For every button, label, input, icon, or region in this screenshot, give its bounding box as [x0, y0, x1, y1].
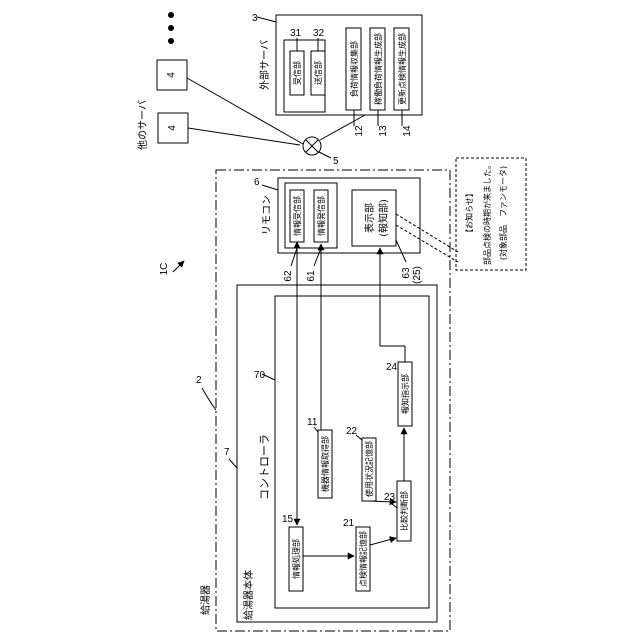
- remote-ref-number: 6: [254, 177, 260, 188]
- info-send-ref-number: 61: [306, 270, 317, 282]
- info-process-module: 情報処理部 15: [282, 514, 303, 591]
- remote-label: リモコン: [262, 195, 273, 235]
- system-ref-number: 1C: [159, 263, 170, 276]
- svg-text:4: 4: [166, 72, 177, 78]
- controller-ref-number: 70: [254, 370, 266, 381]
- notification-line1: 部品点検の時期が来ました。: [482, 161, 492, 265]
- display-label-line1: 表示部: [363, 203, 376, 233]
- replace-gen-ref-number: 14: [402, 125, 413, 137]
- display-ref-number: 63: [401, 267, 412, 279]
- node-box-lower: 4: [158, 113, 188, 143]
- external-server-block: 3 外部サーバ 受信部 送信部 31 32 負荷情報収集部 稼働負荷情報生成部 …: [252, 13, 422, 137]
- display-label-line2: (報知部): [377, 199, 390, 237]
- device-info-module: 機器情報取得部 11: [307, 417, 332, 498]
- svg-text:機器情報取得部: 機器情報取得部: [320, 436, 330, 492]
- load-collect-ref-number: 12: [354, 125, 365, 137]
- network-junction-symbol: 5: [303, 137, 339, 167]
- info-receive-ref-number: 62: [283, 270, 294, 282]
- heater-label: 給湯器: [199, 585, 212, 615]
- receiver-ref-number: 31: [290, 28, 302, 39]
- other-server-label: 他のサーバ: [136, 100, 149, 150]
- info-send-label: 情報発信部: [316, 196, 326, 236]
- notify-ref-number: 24: [386, 362, 398, 373]
- receiver-label: 受信部: [292, 61, 302, 85]
- svg-text:4: 4: [167, 125, 178, 131]
- body-ref-number: 7: [224, 447, 230, 458]
- system-ref: 1C: [159, 261, 184, 275]
- ellipsis-dots: [168, 12, 174, 44]
- display-ref-number-alt: (25): [412, 266, 423, 284]
- signal-flow-arrows: [297, 242, 405, 556]
- node-box-upper: 4: [157, 60, 187, 90]
- svg-text:報知指示部: 報知指示部: [400, 374, 410, 414]
- svg-text:点検情報記憶部: 点検情報記憶部: [358, 531, 368, 587]
- svg-text:情報処理部: 情報処理部: [291, 539, 301, 579]
- device-info-ref-number: 11: [307, 417, 318, 428]
- notify-module: 報知指示部 24: [386, 362, 412, 426]
- transmitter-label: 送信部: [313, 61, 323, 85]
- remote-block: 6 リモコン 情報受信部 情報発信部 表示部 (報知部) 62 61 63 (2…: [254, 177, 423, 284]
- notification-title: 【お知らせ】: [464, 189, 474, 237]
- controller-block: 70 コントローラ: [254, 296, 429, 608]
- external-server-label: 外部サーバ: [258, 40, 271, 90]
- external-server-ref-number: 3: [252, 13, 258, 24]
- load-collect-label: 負荷情報収集部: [349, 41, 359, 97]
- body-label: 給湯器本体: [242, 570, 255, 620]
- replace-gen-label: 更新点検情報生成部: [397, 33, 407, 105]
- inspect-store-module: 点検情報記憶部 21: [343, 518, 370, 591]
- hours-gen-label: 稼働負荷情報生成部: [373, 33, 383, 105]
- info-process-ref-number: 15: [282, 514, 294, 525]
- hours-gen-ref-number: 13: [378, 125, 389, 137]
- notification-line2: (対象部品 ファンモータ): [498, 166, 508, 260]
- inspect-store-ref-number: 21: [343, 518, 355, 529]
- heater-ref-number: 2: [196, 375, 202, 386]
- svg-text:使用状況記憶部: 使用状況記憶部: [364, 441, 374, 497]
- controller-label: コントローラ: [258, 434, 271, 500]
- usage-store-module: 使用状況記憶部 22: [346, 426, 376, 501]
- transmitter-ref-number: 32: [313, 28, 325, 39]
- junction-ref-number: 5: [333, 156, 339, 167]
- svg-text:比較判断部: 比較判断部: [399, 491, 409, 531]
- compare-module: 比較判断部 23: [384, 481, 411, 541]
- info-receive-label: 情報受信部: [292, 196, 302, 236]
